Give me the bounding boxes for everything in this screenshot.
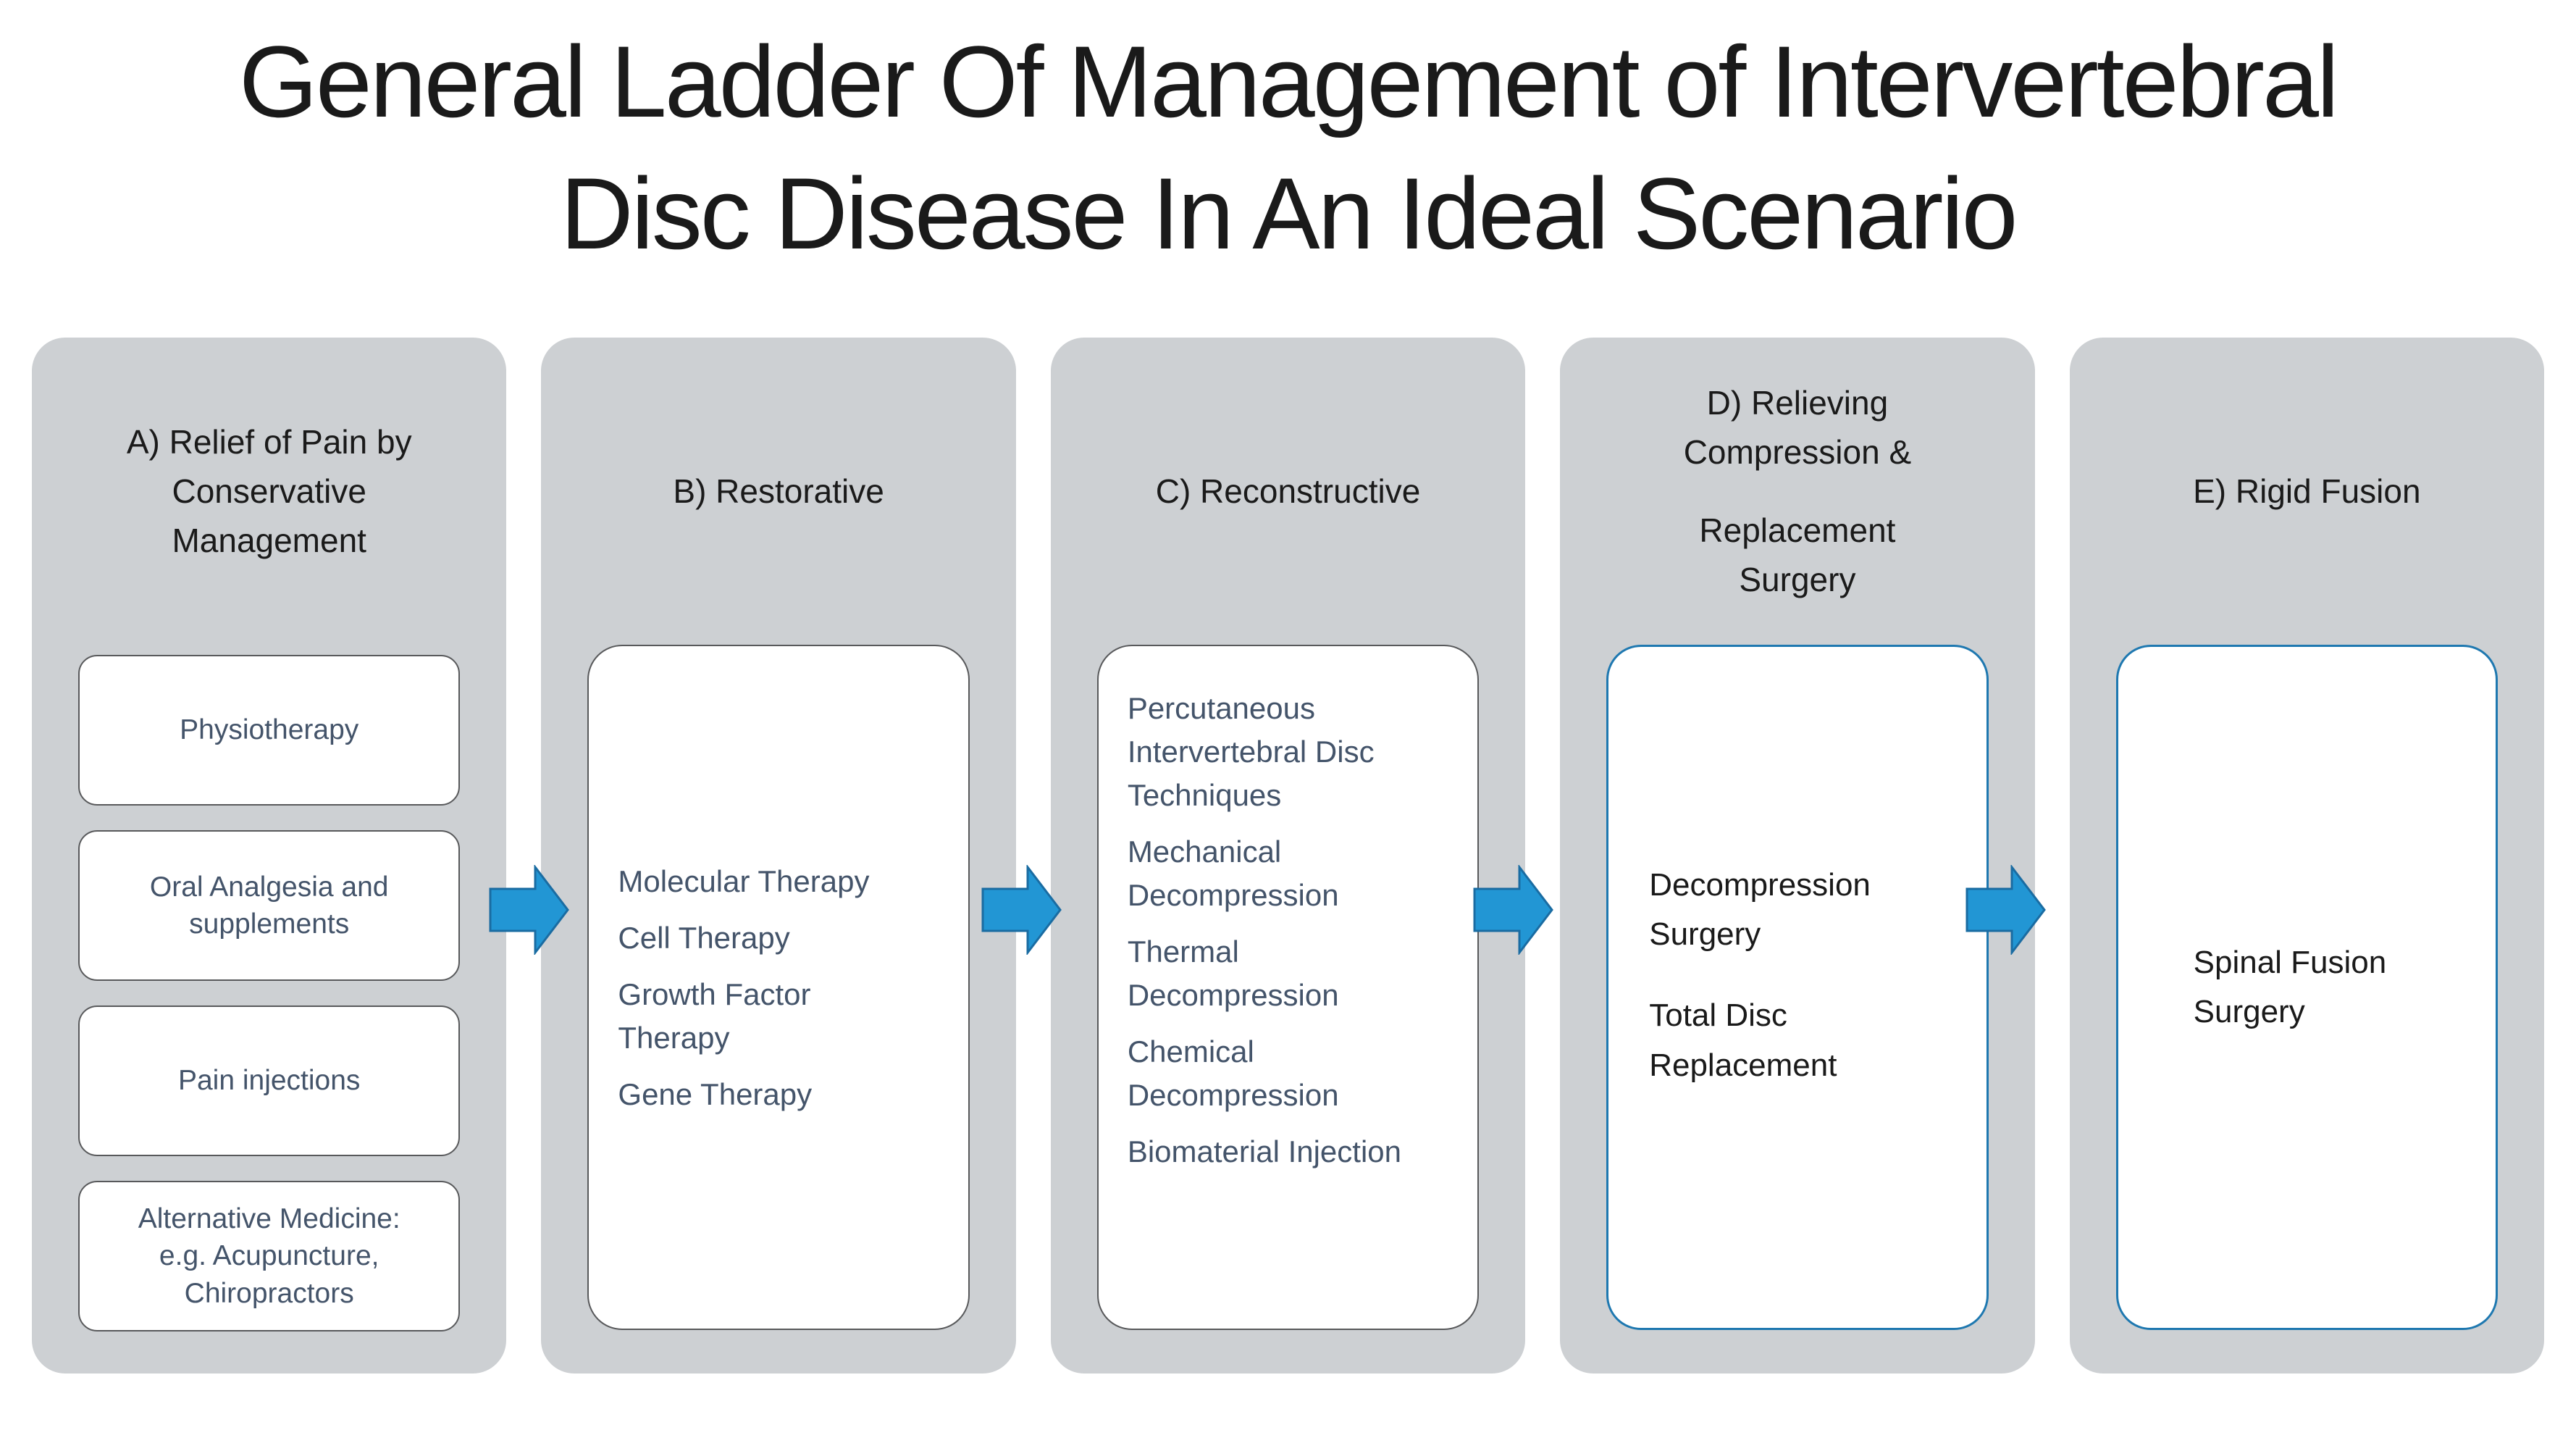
stage-column-d: D) Relieving Compression & Replacement S… xyxy=(1560,338,2035,1373)
stage-column-e: E) Rigid Fusion Spinal Fusion Surgery xyxy=(2069,338,2545,1373)
list-item: Decompression Surgery xyxy=(1649,867,1871,953)
treatment-box-label: Pain injections xyxy=(177,1065,361,1097)
list-item: Percutaneous Intervertebral Disc Techniq… xyxy=(1127,691,1375,813)
stage-a-header-line: Conservative xyxy=(172,472,366,510)
treatment-box-pain-injections: Pain injections xyxy=(78,1005,461,1156)
stage-d-header-paragraph: Replacement Surgery xyxy=(1699,511,1896,598)
stage-d-header: D) Relieving Compression & Replacement S… xyxy=(1560,338,2034,645)
flow-arrow-icon xyxy=(981,865,1062,955)
flow-arrow-icon xyxy=(489,865,569,955)
flow-arrow-icon xyxy=(1473,865,1553,955)
list-item: Spinal Fusion Surgery xyxy=(2193,944,2387,1029)
list-item: Thermal Decompression xyxy=(1127,934,1339,1013)
treatment-box-label: Oral Analgesia and supplements xyxy=(149,871,389,940)
list-item: Gene Therapy xyxy=(618,1077,813,1112)
list-item: Molecular Therapy xyxy=(618,864,870,898)
stage-e-box: Spinal Fusion Surgery xyxy=(2115,645,2499,1330)
stage-a-header: A) Relief of Pain by Conservative Manage… xyxy=(32,338,506,645)
page-title-line: Disc Disease In An Ideal Scenario xyxy=(560,156,2018,270)
treatment-box-alternative-medicine: Alternative Medicine: e.g. Acupuncture, … xyxy=(78,1181,461,1331)
stage-e-header-line: E) Rigid Fusion xyxy=(2193,472,2421,510)
stage-column-a: A) Relief of Pain by Conservative Manage… xyxy=(32,338,507,1373)
stage-a-body: Physiotherapy Oral Analgesia and supplem… xyxy=(32,645,506,1331)
list-item: Biomaterial Injection xyxy=(1127,1134,1401,1169)
list-item: Growth Factor Therapy xyxy=(618,977,811,1055)
stage-b-header-line: B) Restorative xyxy=(673,472,884,510)
stage-a-header-line: Management xyxy=(172,522,366,559)
treatment-box-label: Alternative Medicine: e.g. Acupuncture, … xyxy=(138,1203,400,1309)
stage-e-header: E) Rigid Fusion xyxy=(2070,338,2544,645)
list-item: Chemical Decompression xyxy=(1127,1034,1339,1113)
flow-arrow-icon xyxy=(1965,865,2046,955)
stage-c-header-line: C) Reconstructive xyxy=(1155,472,1421,510)
stage-b-header: B) Restorative xyxy=(541,338,1015,645)
stage-column-b: B) Restorative Molecular Therapy Cell Th… xyxy=(541,338,1016,1373)
treatment-box-label: Physiotherapy xyxy=(180,714,359,746)
stage-d-header-paragraph: D) Relieving Compression & xyxy=(1683,384,1912,471)
treatment-box-oral-analgesia: Oral Analgesia and supplements xyxy=(78,830,461,981)
page-title: General Ladder Of Management of Interver… xyxy=(0,0,2576,280)
treatment-box-physiotherapy: Physiotherapy xyxy=(78,655,461,806)
stages-row: A) Relief of Pain by Conservative Manage… xyxy=(0,338,2576,1373)
page-title-line: General Ladder Of Management of Interver… xyxy=(238,25,2339,138)
stage-column-c: C) Reconstructive Percutaneous Intervert… xyxy=(1050,338,1526,1373)
stage-c-box: Percutaneous Intervertebral Disc Techniq… xyxy=(1096,645,1480,1330)
stage-a-header-line: A) Relief of Pain by xyxy=(126,423,412,461)
list-item: Mechanical Decompression xyxy=(1127,835,1339,913)
stage-b-box: Molecular Therapy Cell Therapy Growth Fa… xyxy=(587,645,970,1330)
list-item: Total Disc Replacement xyxy=(1649,998,1837,1083)
stage-d-box: Decompression Surgery Total Disc Replace… xyxy=(1606,645,1989,1330)
stage-c-header: C) Reconstructive xyxy=(1051,338,1525,645)
list-item: Cell Therapy xyxy=(618,921,790,956)
